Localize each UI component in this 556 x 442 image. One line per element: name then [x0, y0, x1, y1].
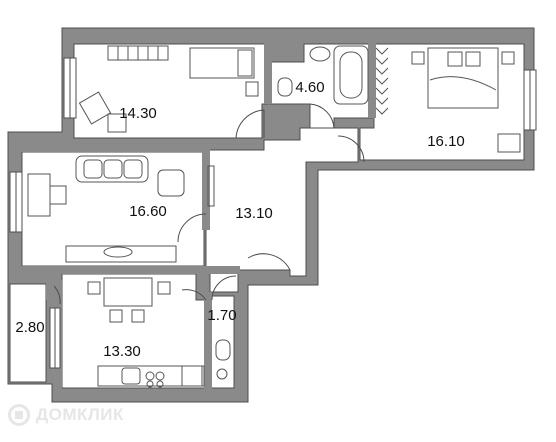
- area-living-room: 16.60: [129, 203, 167, 220]
- area-toilet: 1.70: [207, 307, 236, 324]
- door-bathroom: [309, 103, 335, 129]
- storage-floor: [9, 283, 47, 383]
- door-bedroom-1: [235, 109, 265, 139]
- door-storage: [53, 285, 61, 305]
- dining-table: [103, 277, 153, 307]
- watermark: ДОМКЛИК: [8, 404, 124, 426]
- tv: [103, 246, 133, 258]
- sink-kitchen: [121, 367, 141, 385]
- door-living: [177, 213, 207, 243]
- sink-wc: [216, 368, 228, 380]
- counter: [97, 365, 205, 387]
- door-kitchen: [181, 289, 207, 301]
- desk-1: [78, 91, 112, 125]
- nightstand-2b: [501, 51, 515, 65]
- fridge: [181, 365, 203, 387]
- armchair: [157, 169, 185, 197]
- nightstand-1: [245, 81, 259, 97]
- bathtub: [333, 45, 369, 105]
- area-storage: 2.80: [15, 319, 44, 336]
- area-kitchen: 13.30: [103, 343, 141, 360]
- toilet-wc: [215, 339, 231, 361]
- door-hallway: [247, 253, 291, 271]
- area-hallway: 13.10: [235, 205, 273, 222]
- door-bedroom-2: [337, 135, 365, 163]
- door-toilet: [211, 275, 237, 301]
- bedroom-2-floor: [359, 43, 525, 161]
- bed-1: [189, 47, 255, 79]
- living-floor: [21, 151, 205, 267]
- chair-1: [107, 113, 127, 133]
- toilet-bathroom: [277, 77, 293, 97]
- watermark-text: ДОМКЛИК: [36, 405, 124, 424]
- bedroom-1-floor: [73, 43, 269, 139]
- sofa: [75, 155, 149, 183]
- nightstand-2a: [411, 51, 425, 65]
- tv-stand: [65, 245, 177, 263]
- furniture: [27, 45, 521, 388]
- kitchen-floor: [61, 273, 207, 389]
- chair-living: [49, 185, 67, 205]
- domclick-logo-icon: [8, 404, 30, 426]
- windows: [9, 57, 537, 369]
- radiator-living: [207, 165, 215, 207]
- bathroom-floor: [269, 43, 373, 129]
- hangers: [375, 47, 389, 115]
- doors: [53, 103, 365, 305]
- area-bathroom: 4.60: [295, 79, 324, 96]
- bed-2: [427, 47, 499, 109]
- hallway-floor: [205, 127, 359, 293]
- sink-bathroom: [309, 46, 331, 62]
- area-bedroom-2: 16.10: [427, 133, 465, 150]
- area-labels: 14.30 4.60 16.10 16.60 13.10 2.80 1.70 1…: [15, 79, 464, 360]
- area-bedroom-1: 14.30: [119, 105, 157, 122]
- dresser: [497, 133, 521, 153]
